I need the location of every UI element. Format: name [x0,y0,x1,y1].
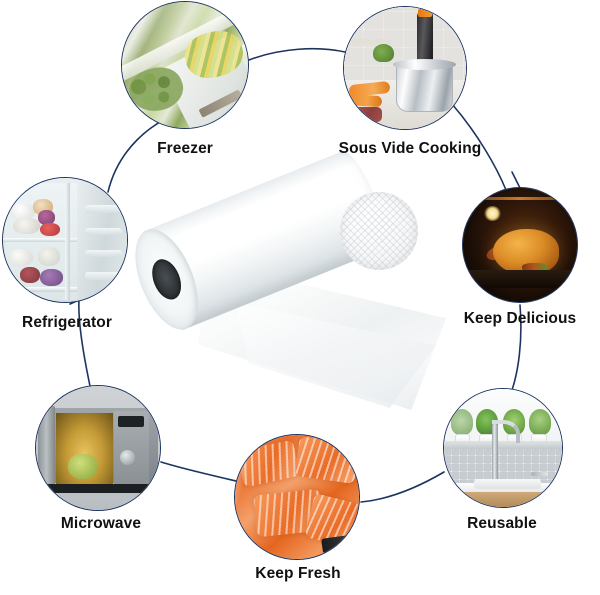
reusable-photo [443,388,563,508]
arc-freezer-to-sousvide [248,47,346,61]
roll-core-hole [146,255,187,304]
refrigerator-photo [2,177,128,303]
sous-vide-cooking-photo [343,6,467,130]
keep-fresh-label: Keep Fresh [255,565,341,582]
arc-reusable-to-keepfresh [360,471,445,503]
arc-keepfresh-to-microwave [160,461,237,482]
keep-delicious-label: Keep Delicious [463,310,577,327]
freezer-label: Freezer [157,140,213,157]
keep-delicious-photo [462,187,578,303]
arc-microwave-to-refrigerator [78,299,91,387]
reusable-label: Reusable [467,515,537,532]
product-image [122,146,446,410]
sous-vide-cooking-label: Sous Vide Cooking [338,140,482,157]
microwave-label: Microwave [60,515,142,532]
texture-swatch [340,192,418,270]
freezer-photo [121,1,249,129]
refrigerator-label: Refrigerator [22,314,112,331]
keep-fresh-photo [234,434,360,560]
spur-keepdelicious [511,171,521,189]
microwave-photo [35,385,161,511]
